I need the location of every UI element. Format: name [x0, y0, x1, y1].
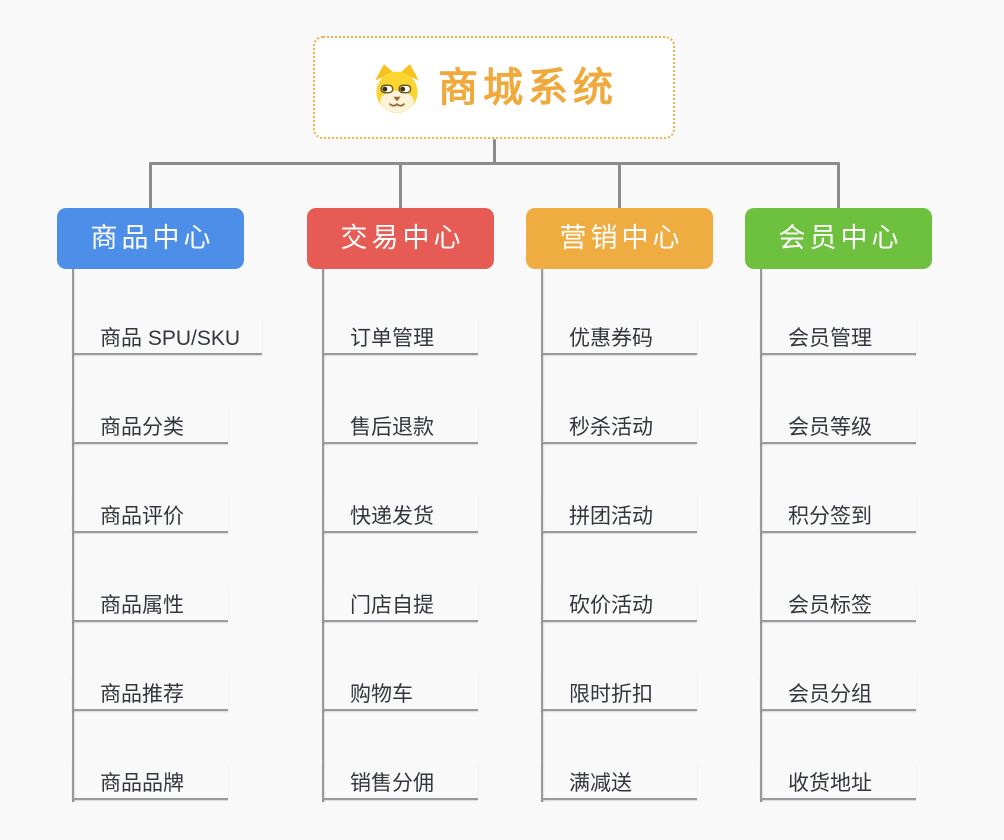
child-node[interactable]: 销售分佣 [322, 762, 478, 800]
connector-horizontal-bar [149, 162, 840, 165]
branch-node-member-center[interactable]: 会员中心 [745, 208, 932, 269]
child-node[interactable]: 砍价活动 [541, 584, 697, 622]
child-node[interactable]: 拼团活动 [541, 495, 697, 533]
child-node[interactable]: 收货地址 [760, 762, 916, 800]
branch-connector-line [760, 269, 762, 802]
connector-drop-marketing [618, 162, 621, 209]
root-title: 商城系统 [438, 65, 618, 110]
child-node[interactable]: 会员管理 [760, 317, 916, 355]
child-node[interactable]: 商品属性 [72, 584, 228, 622]
branch-node-trade-center[interactable]: 交易中心 [307, 208, 494, 269]
root-node[interactable]: 商城系统 [313, 36, 675, 139]
branch-label: 商品中心 [90, 223, 215, 253]
child-node[interactable]: 商品推荐 [72, 673, 228, 711]
child-node[interactable]: 满减送 [541, 762, 697, 800]
branch-connector-line [541, 269, 543, 802]
connector-drop-trade [399, 162, 402, 209]
child-node[interactable]: 购物车 [322, 673, 478, 711]
branch-connector-line [72, 269, 74, 802]
branch-member-center: 会员中心 会员管理 会员等级 积分签到 会员标签 会员分组 收货地址 [745, 208, 977, 808]
child-node[interactable]: 限时折扣 [541, 673, 697, 711]
connector-drop-product [149, 162, 152, 209]
child-node[interactable]: 会员分组 [760, 673, 916, 711]
child-node[interactable]: 订单管理 [322, 317, 478, 355]
branch-node-product-center[interactable]: 商品中心 [57, 208, 244, 269]
child-node[interactable]: 商品品牌 [72, 762, 228, 800]
connector-root-stem [493, 139, 496, 164]
child-node[interactable]: 积分签到 [760, 495, 916, 533]
branch-label: 会员中心 [778, 223, 903, 253]
branch-label: 营销中心 [559, 223, 684, 253]
branch-connector-line [322, 269, 324, 802]
child-node[interactable]: 商品分类 [72, 406, 228, 444]
child-node[interactable]: 会员等级 [760, 406, 916, 444]
child-node[interactable]: 门店自提 [322, 584, 478, 622]
child-node[interactable]: 会员标签 [760, 584, 916, 622]
child-node[interactable]: 秒杀活动 [541, 406, 697, 444]
child-node[interactable]: 优惠券码 [541, 317, 697, 355]
branch-marketing-center: 营销中心 优惠券码 秒杀活动 拼团活动 砍价活动 限时折扣 满减送 [526, 208, 758, 808]
branch-label: 交易中心 [340, 223, 465, 253]
branch-trade-center: 交易中心 订单管理 售后退款 快递发货 门店自提 购物车 销售分佣 [307, 208, 539, 808]
connector-drop-member [837, 162, 840, 209]
child-node[interactable]: 商品 SPU/SKU [72, 317, 263, 355]
child-node[interactable]: 售后退款 [322, 406, 478, 444]
branch-node-marketing-center[interactable]: 营销中心 [526, 208, 713, 269]
child-node[interactable]: 商品评价 [72, 495, 228, 533]
dog-face-icon [375, 63, 419, 113]
child-node[interactable]: 快递发货 [322, 495, 478, 533]
branch-product-center: 商品中心 商品 SPU/SKU 商品分类 商品评价 商品属性 商品推荐 商品品牌 [57, 208, 289, 808]
